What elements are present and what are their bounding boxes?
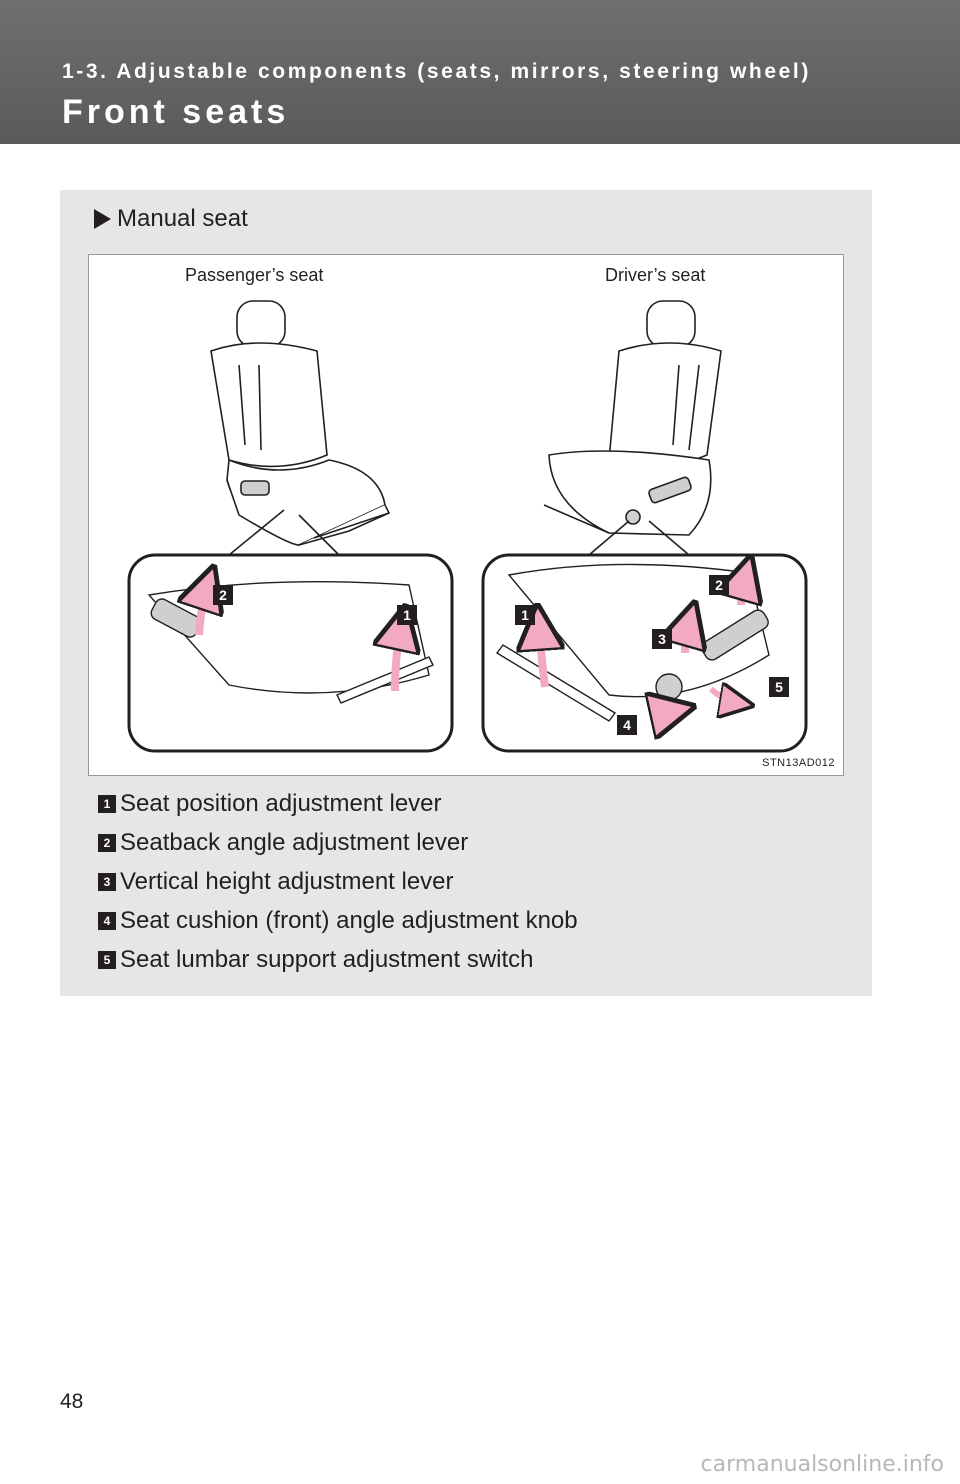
callout-5-driver: 5 (769, 677, 789, 697)
legend-text: Seat position adjustment lever (120, 789, 442, 817)
seat-illustration: 2 1 1 2 3 4 5 (88, 254, 844, 776)
svg-text:3: 3 (658, 631, 666, 647)
triangle-bullet-icon (94, 209, 111, 229)
legend-text: Seat cushion (front) angle adjustment kn… (120, 906, 578, 934)
number-badge-icon: 5 (98, 950, 116, 969)
legend-item: 4 Seat cushion (front) angle adjustment … (94, 901, 578, 940)
driver-detail-panel (481, 555, 808, 753)
passenger-detail-panel (127, 553, 454, 753)
section-heading: Manual seat (94, 205, 248, 233)
content-panel: Manual seat (60, 190, 872, 996)
passenger-seat-drawing (210, 300, 391, 546)
number-badge-icon: 4 (98, 911, 116, 930)
page-title: Front seats (62, 93, 290, 131)
watermark: carmanualsonline.info (700, 1452, 944, 1477)
figure-code: STN13AD012 (762, 757, 835, 769)
legend-item: 1 Seat position adjustment lever (94, 784, 578, 823)
svg-text:2: 2 (715, 577, 723, 593)
callout-1-passenger: 1 (397, 605, 417, 625)
seat-diagram: 2 1 1 2 3 4 5 (127, 300, 808, 753)
svg-text:2: 2 (219, 587, 227, 603)
passenger-seat-caption: Passenger’s seat (185, 265, 324, 285)
number-badge-icon: 2 (98, 833, 116, 852)
section-heading-text: Manual seat (117, 205, 248, 232)
svg-text:1: 1 (403, 607, 411, 623)
svg-text:4: 4 (623, 717, 631, 733)
callout-3-driver: 3 (652, 629, 672, 649)
callout-2-passenger: 2 (213, 585, 233, 605)
callout-1-driver: 1 (515, 605, 535, 625)
page-header: 1-3. Adjustable components (seats, mirro… (0, 0, 960, 144)
svg-text:1: 1 (521, 607, 529, 623)
legend-item: 5 Seat lumbar support adjustment switch (94, 940, 578, 979)
callout-4-driver: 4 (617, 715, 637, 735)
legend-item: 3 Vertical height adjustment lever (94, 862, 578, 901)
legend-text: Seatback angle adjustment lever (120, 828, 469, 856)
callout-2-driver: 2 (709, 575, 729, 595)
svg-text:5: 5 (775, 679, 783, 695)
page-number: 48 (60, 1390, 84, 1413)
number-badge-icon: 3 (98, 872, 116, 891)
driver-seat-drawing (543, 300, 722, 536)
legend-text: Vertical height adjustment lever (120, 867, 454, 895)
legend-item: 2 Seatback angle adjustment lever (94, 823, 578, 862)
legend-list: 1 Seat position adjustment lever 2 Seatb… (94, 784, 578, 979)
chapter-title: 1-3. Adjustable components (seats, mirro… (62, 60, 811, 83)
driver-seat-caption: Driver’s seat (605, 265, 706, 285)
number-badge-icon: 1 (98, 794, 116, 813)
legend-text: Seat lumbar support adjustment switch (120, 945, 534, 973)
